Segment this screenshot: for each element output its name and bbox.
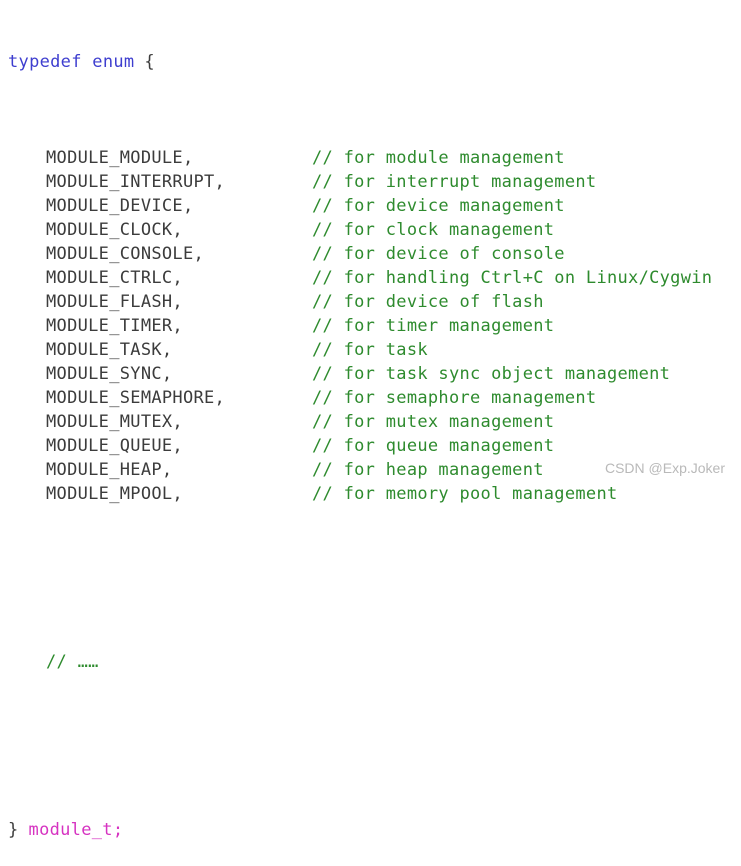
line-comment: // for device of console (312, 244, 565, 264)
enum-member: MODULE_SEMAPHORE, (46, 388, 226, 408)
enum-member: MODULE_MPOOL, (46, 484, 183, 504)
enum-member: MODULE_MODULE, (46, 148, 194, 168)
line-comment: // for timer management (312, 316, 555, 336)
enum-entry-line: MODULE_SYNC, // for task sync object mana… (8, 362, 712, 386)
open-brace: { (144, 52, 155, 72)
line-comment: // for semaphore management (312, 388, 597, 408)
enum-member: MODULE_CTRLC, (46, 268, 183, 288)
enum-member: MODULE_TIMER, (46, 316, 183, 336)
enum-member: MODULE_QUEUE, (46, 436, 183, 456)
line-comment: // for interrupt management (312, 172, 597, 192)
enum-entry-line: MODULE_TASK, // for task (8, 338, 712, 362)
enum-member: MODULE_SYNC, (46, 364, 173, 384)
enum-member: MODULE_CLOCK, (46, 220, 183, 240)
enum-entry-line: MODULE_QUEUE, // for queue management (8, 434, 712, 458)
code-line-header: typedef enum { (8, 50, 712, 74)
ellipsis-comment: // …… (46, 652, 99, 672)
enum-member: MODULE_HEAP, (46, 460, 173, 480)
enum-entry-line: MODULE_TIMER, // for timer management (8, 314, 712, 338)
line-comment: // for handling Ctrl+C on Linux/Cygwin (312, 268, 713, 288)
line-comment: // for heap management (312, 460, 544, 480)
enum-entry-line: MODULE_CTRLC, // for handling Ctrl+C on L… (8, 266, 712, 290)
enum-member: MODULE_INTERRUPT, (46, 172, 226, 192)
keyword-typedef-enum: typedef enum (8, 52, 135, 72)
line-comment: // for mutex management (312, 412, 555, 432)
watermark: CSDN @Exp.Joker (604, 460, 725, 476)
code-line-footer: } module_t; (8, 818, 712, 842)
enum-entry-line: MODULE_INTERRUPT, // for interrupt manage… (8, 170, 712, 194)
line-comment: // for task (312, 340, 428, 360)
line-comment: // for clock management (312, 220, 555, 240)
enum-entry-line: MODULE_FLASH, // for device of flash (8, 290, 712, 314)
line-comment: // for task sync object management (312, 364, 671, 384)
blank-line (8, 722, 712, 746)
line-comment: // for device management (312, 196, 565, 216)
enum-entry-line: MODULE_DEVICE, // for device management (8, 194, 712, 218)
line-comment: // for queue management (312, 436, 555, 456)
line-comment: // for device of flash (312, 292, 544, 312)
enum-entry-line: MODULE_MUTEX, // for mutex management (8, 410, 712, 434)
enum-member: MODULE_FLASH, (46, 292, 183, 312)
enum-member: MODULE_MUTEX, (46, 412, 183, 432)
code-line-ellipsis: // …… (8, 650, 712, 674)
enum-entry-line: MODULE_CLOCK, // for clock management (8, 218, 712, 242)
enum-entry-line: MODULE_CONSOLE, // for device of console (8, 242, 712, 266)
close-brace: } (8, 820, 19, 840)
enum-entry-line: MODULE_MPOOL, // for memory pool manageme… (8, 482, 712, 506)
enum-entry-line: MODULE_MODULE, // for module management (8, 146, 712, 170)
enum-member: MODULE_CONSOLE, (46, 244, 205, 264)
enum-entry-line: MODULE_SEMAPHORE, // for semaphore manage… (8, 386, 712, 410)
enum-entry-line: MODULE_HEAP, // for heap management (8, 458, 712, 482)
type-name: module_t; (28, 820, 124, 840)
line-comment: // for memory pool management (312, 484, 618, 504)
code-block: typedef enum { MODULE_MODULE, // for modul… (8, 2, 712, 866)
enum-member: MODULE_TASK, (46, 340, 173, 360)
enum-member: MODULE_DEVICE, (46, 196, 194, 216)
blank-line (8, 578, 712, 602)
line-comment: // for module management (312, 148, 565, 168)
